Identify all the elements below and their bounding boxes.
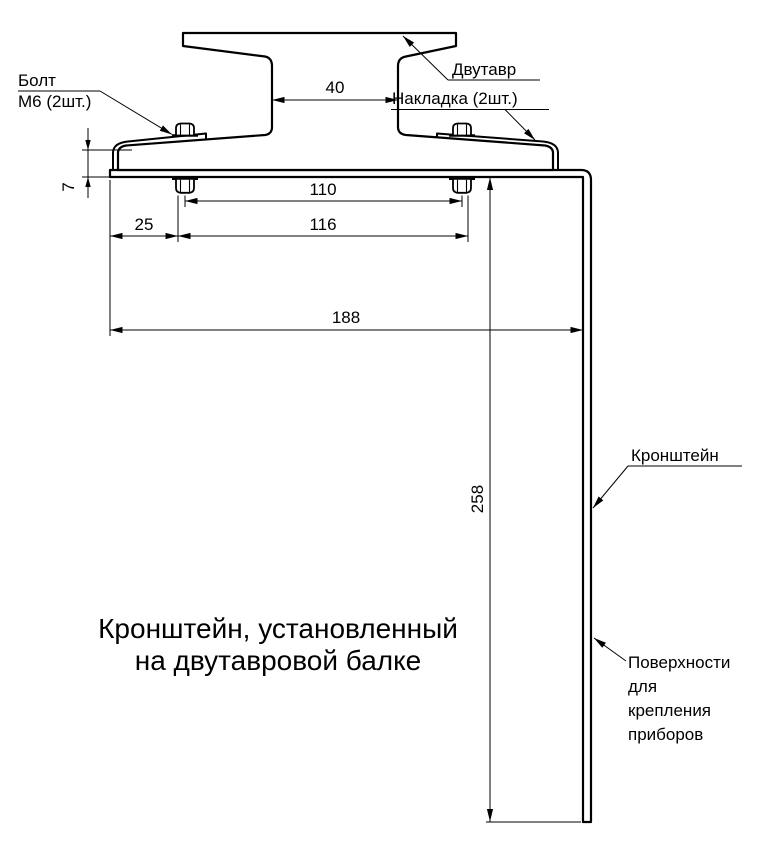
dimension-40: 40 [272, 78, 398, 104]
dimension-258: 258 [468, 177, 494, 822]
drawing-title: Кронштейн, установленный на двутавровой … [98, 613, 458, 676]
callout-bolt: Болт М6 (2шт.) [18, 71, 173, 135]
extension-lines [82, 149, 581, 823]
dimension-7: 7 [59, 128, 91, 198]
dimension-188: 188 [110, 308, 583, 334]
dimension-25: 25 [110, 215, 178, 240]
title-line2: на двутавровой балке [135, 645, 422, 676]
dimension-116: 116 [178, 215, 468, 240]
dim-25-label: 25 [135, 215, 154, 234]
left-nut [175, 177, 195, 194]
title-line1: Кронштейн, установленный [98, 613, 458, 644]
left-bolt [172, 122, 198, 194]
bolt-label-line1: Болт [18, 71, 56, 90]
surfaces-label-line3: крепления [628, 701, 711, 720]
right-bolt [449, 122, 475, 194]
callout-beam: Двутавр [402, 35, 540, 81]
right-bolt-head-facets [456, 124, 468, 136]
surfaces-label-line4: приборов [628, 725, 703, 744]
overlay-plate-label: Накладка (2шт.) [392, 89, 518, 108]
left-bolt-head [175, 122, 195, 137]
dim-110-label: 110 [309, 180, 336, 199]
right-nut-facets [456, 179, 468, 193]
callout-bracket: Кронштейн [592, 446, 742, 509]
left-overlay-clip [112, 132, 207, 170]
beam-label: Двутавр [452, 60, 516, 79]
dim-258-label: 258 [468, 485, 487, 513]
dim-188-label: 188 [332, 308, 360, 327]
surfaces-label-line1: Поверхности [628, 653, 730, 672]
dim-7-label: 7 [59, 182, 78, 191]
bracket-plate [108, 168, 593, 824]
callout-overlay-plate: Накладка (2шт.) [391, 89, 549, 141]
bolt-label-line2: М6 (2шт.) [18, 92, 91, 111]
dimension-110: 110 [185, 180, 462, 205]
dim-116-label: 116 [309, 215, 336, 234]
callout-mounting-surfaces: Поверхности для крепления приборов [593, 637, 730, 744]
left-bolt-head-facets [179, 124, 191, 136]
surfaces-label-line2: для [628, 677, 657, 696]
right-nut [452, 177, 472, 194]
bracket-label: Кронштейн [631, 446, 719, 465]
left-nut-facets [179, 179, 191, 193]
right-bolt-head [452, 122, 472, 137]
dim-40-label: 40 [326, 78, 345, 97]
right-overlay-clip [436, 132, 559, 170]
